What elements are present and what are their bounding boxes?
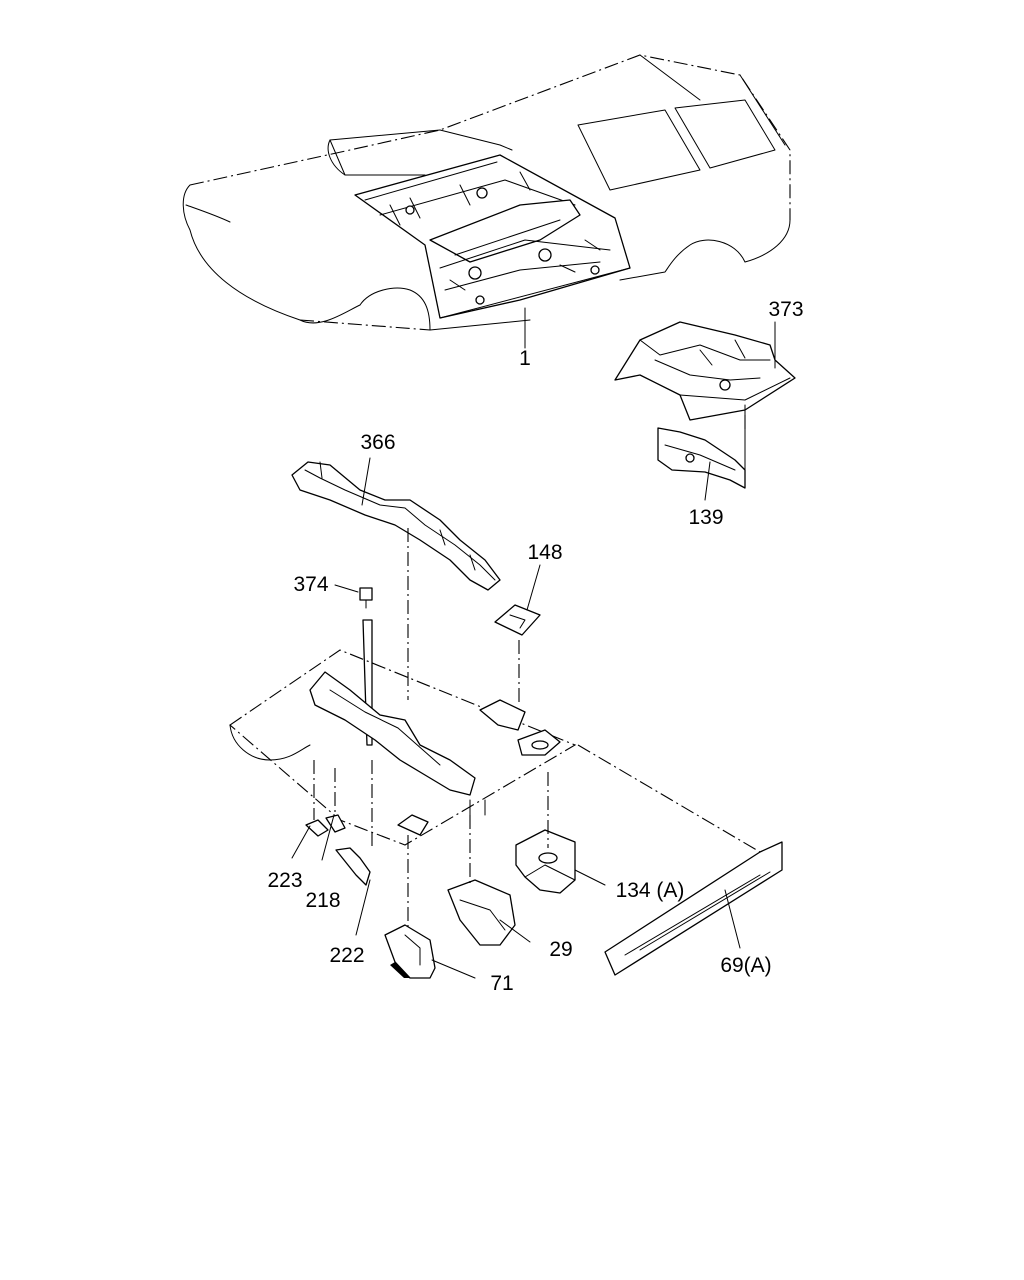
side-rail-part-69 xyxy=(577,744,783,976)
crossmember-part-366 xyxy=(291,461,501,591)
callout-218: 218 xyxy=(305,889,340,912)
callout-374: 374 xyxy=(293,573,328,596)
clip-part-148 xyxy=(494,604,541,636)
callout-373: 373 xyxy=(768,298,803,321)
callout-69a: 69(A) xyxy=(720,954,771,977)
bracket-part-29 xyxy=(447,815,516,946)
small-brackets xyxy=(305,760,373,886)
vehicle-body-outline xyxy=(182,54,791,331)
floor-panel-part-1 xyxy=(354,154,631,319)
callout-1: 1 xyxy=(519,347,531,370)
callout-148: 148 xyxy=(527,541,562,564)
callout-71: 71 xyxy=(490,972,513,995)
callout-223: 223 xyxy=(267,869,302,892)
callout-29: 29 xyxy=(549,938,572,961)
leader-lines xyxy=(291,307,776,979)
side-member-part-373 xyxy=(614,321,796,421)
callout-139: 139 xyxy=(688,506,723,529)
bracket-part-71 xyxy=(384,835,436,979)
callout-134a: 134 (A) xyxy=(616,879,685,902)
rear-floor-assembly xyxy=(229,649,577,846)
callout-labels: 1 373 366 139 148 374 223 218 222 134 (A… xyxy=(267,298,803,995)
callout-222: 222 xyxy=(329,944,364,967)
bracket-part-139 xyxy=(657,404,746,489)
mount-bracket-part-134 xyxy=(515,772,576,894)
callout-366: 366 xyxy=(360,431,395,454)
